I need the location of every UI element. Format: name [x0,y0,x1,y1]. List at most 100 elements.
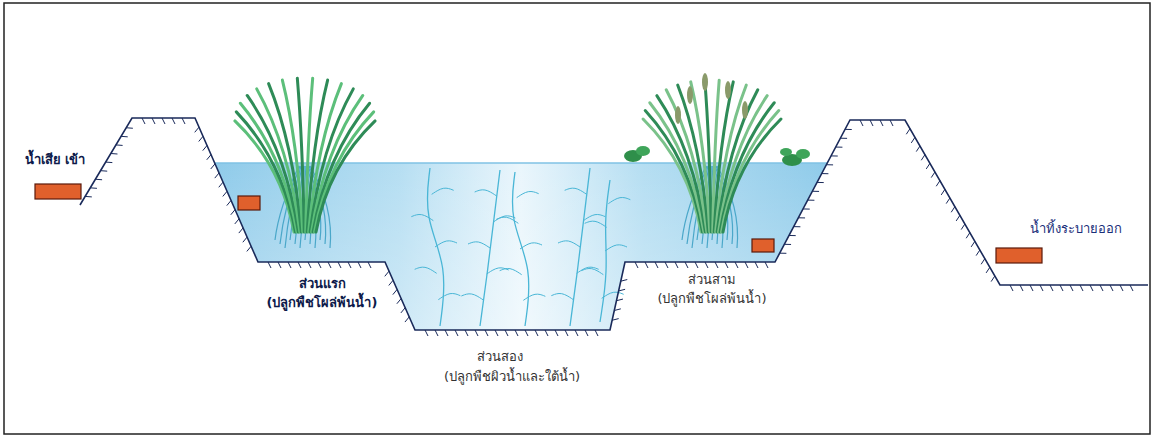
hatch-tick [1020,285,1023,291]
hatch-tick [803,208,810,209]
hatch-tick [195,127,199,132]
hatch-tick [817,182,824,183]
submerged-branch [558,241,580,247]
reed-flower [675,106,681,124]
submerged-plants [411,168,630,326]
submerged-branch [435,241,457,247]
hatch-tick [207,155,211,160]
hatch-tick [90,187,97,189]
reed-flower [725,81,731,99]
hatch-tick [545,330,548,336]
hatch-tick [695,262,698,268]
hatch-tick [1080,285,1083,291]
hatch-tick [288,262,291,268]
hatch-tick [475,330,478,336]
hatch-tick [890,120,893,126]
hatch-tick [555,330,558,336]
hatch-tick [906,129,910,135]
hatch-tick [215,173,219,178]
hatch-tick [1120,285,1123,291]
hatch-tick [1090,285,1093,291]
hatch-tick [111,153,118,155]
hatch-tick [348,262,351,268]
reed-flower [702,73,708,91]
submerged-branch [523,294,545,300]
hatch-tick [126,127,133,129]
hatch-tick [916,146,920,152]
hatch-tick [911,137,915,143]
hatch-tick [385,271,389,276]
submerged-branch [475,190,497,196]
reed-clump [643,80,781,248]
hatch-tick [101,170,108,172]
hatch-tick [612,319,619,321]
hatch-tick [172,118,175,124]
hatch-tick [705,262,708,268]
hatch-tick [784,244,791,245]
submerged-branch [411,214,433,220]
hatch-tick [223,191,227,196]
submerged-branch [461,294,483,300]
hatch-tick [368,262,371,268]
submerged-branch [438,293,460,299]
hatch-tick [961,224,965,230]
hatch-tick [941,189,945,195]
hatch-tick [725,262,728,268]
hatch-tick [780,253,787,254]
hatch-tick [735,262,738,268]
hatch-tick [812,191,819,192]
hatch-tick [836,147,843,148]
part-name: ส่วนแรก [299,276,346,292]
hatch-tick [495,330,498,336]
hatch-tick [211,164,215,169]
hatch-tick [227,200,231,205]
part-note: (ปลูกพืชผิวน้ำและใต้น้ำ) [444,369,580,385]
hatch-tick [182,118,185,124]
hatch-tick [1010,285,1013,291]
hatch-tick [535,330,538,336]
reed-clump [235,78,375,248]
hatch-tick [328,262,331,268]
hatch-tick [991,276,995,282]
hatch-tick [1130,285,1133,291]
hatch-tick [401,308,405,313]
hatch-tick [976,250,980,256]
submerged-branch [500,268,522,274]
hatch-tick [951,207,955,213]
hatch-tick [308,262,311,268]
hatch-tick [152,118,155,124]
hatch-tick [338,262,341,268]
hatch-tick [505,330,508,336]
hatch-tick [986,267,990,273]
hatch-tick [685,262,688,268]
hatch-tick [278,262,281,268]
submerged-branch [551,293,573,299]
hatch-tick [621,280,628,282]
hatch-tick [445,330,448,336]
hatch-tick [870,120,873,126]
hatch-tick [789,235,796,236]
hatch-tick [655,262,658,268]
part-name: ส่วนสอง [477,349,523,365]
hatch-tick [715,262,718,268]
embankment-outline [80,118,1148,330]
hatch-tick [235,219,239,224]
ground-hatching [85,118,1133,336]
hatch-tick [358,262,361,268]
hatch-tick [921,155,925,161]
hatch-tick [239,228,243,233]
hatch-tick [585,330,588,336]
outlet-pipe [752,239,1042,263]
hatch-tick [121,136,128,138]
hatch-tick [85,196,92,198]
hatch-tick [845,129,852,130]
hatch-tick [465,330,468,336]
submerged-branch [415,267,437,273]
submerged-branch [605,245,627,251]
hatch-tick [936,181,940,187]
hatch-tick [880,120,883,126]
hatch-tick [435,330,438,336]
hatch-tick [675,262,678,268]
hatch-tick [808,200,815,201]
